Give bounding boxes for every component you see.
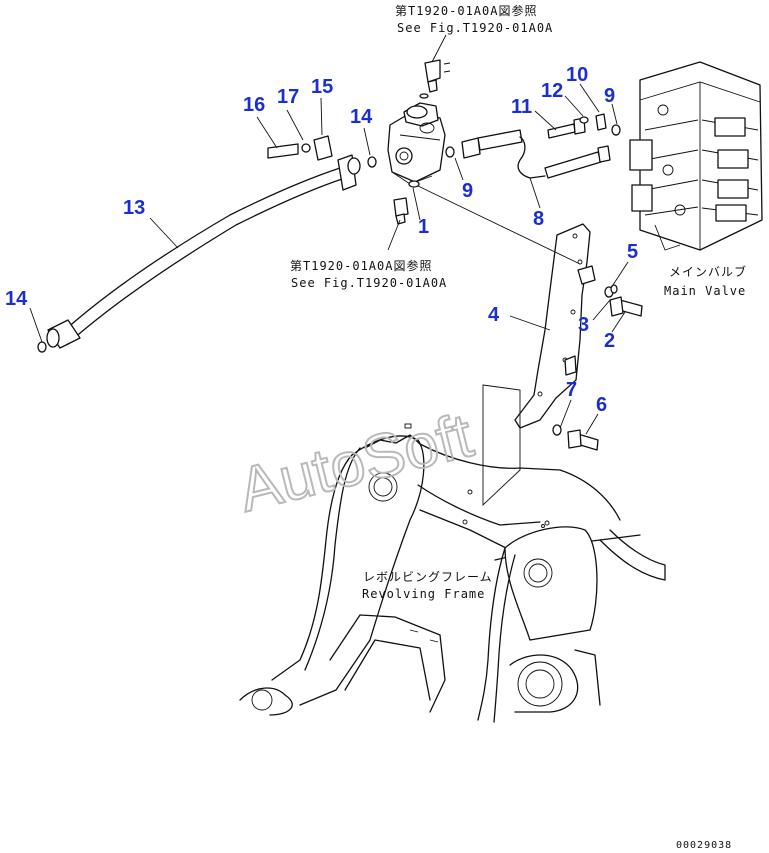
callout-7: 7 bbox=[566, 379, 577, 401]
callout-15: 15 bbox=[311, 76, 333, 98]
leader-lines bbox=[29, 83, 629, 435]
callout-1: 1 bbox=[418, 216, 429, 238]
frame-label-en: Revolving Frame bbox=[362, 587, 485, 601]
callout-17: 17 bbox=[277, 86, 299, 108]
main-valve-label-en: Main Valve bbox=[664, 284, 746, 298]
top-reference-jp: 第T1920-01A0A図参照 bbox=[395, 3, 537, 18]
revolving-frame-drawing bbox=[239, 423, 666, 723]
callout-14-left: 14 bbox=[5, 288, 28, 310]
callout-16: 16 bbox=[243, 94, 265, 116]
callout-4: 4 bbox=[488, 304, 500, 326]
top-reference-en: See Fig.T1920-01A0A bbox=[397, 21, 553, 35]
main-valve-drawing bbox=[629, 61, 763, 251]
callout-9-right: 9 bbox=[604, 85, 615, 107]
callout-10: 10 bbox=[566, 64, 588, 86]
bottom-fitting-drawing bbox=[387, 197, 409, 251]
hose-13-drawing bbox=[37, 135, 377, 353]
callout-5: 5 bbox=[627, 241, 638, 263]
bolt-group-upper bbox=[604, 284, 643, 317]
bracket-plate-drawing bbox=[514, 223, 596, 429]
watermark-text: AutoSoft bbox=[232, 401, 479, 525]
valve-block-drawing bbox=[387, 93, 446, 188]
mid-reference-en: See Fig.T1920-01A0A bbox=[291, 276, 447, 290]
hose-8-drawing bbox=[445, 113, 621, 179]
callout-13: 13 bbox=[123, 197, 145, 219]
callout-6: 6 bbox=[596, 394, 607, 416]
frame-label-jp: レボルビングフレーム bbox=[363, 570, 493, 584]
callout-11: 11 bbox=[511, 96, 532, 118]
callout-8: 8 bbox=[533, 208, 544, 230]
callout-9-left: 9 bbox=[462, 180, 473, 202]
callout-2: 2 bbox=[604, 330, 615, 352]
main-valve-label-jp: メインバルブ bbox=[669, 264, 747, 279]
bolt-group-lower bbox=[552, 424, 599, 451]
callout-14-top: 14 bbox=[350, 106, 373, 128]
callout-3: 3 bbox=[578, 314, 589, 336]
callout-12: 12 bbox=[541, 80, 563, 102]
mid-reference-jp: 第T1920-01A0A図参照 bbox=[290, 258, 432, 273]
top-fitting-drawing bbox=[424, 34, 451, 93]
document-number: 00029038 bbox=[676, 840, 732, 851]
